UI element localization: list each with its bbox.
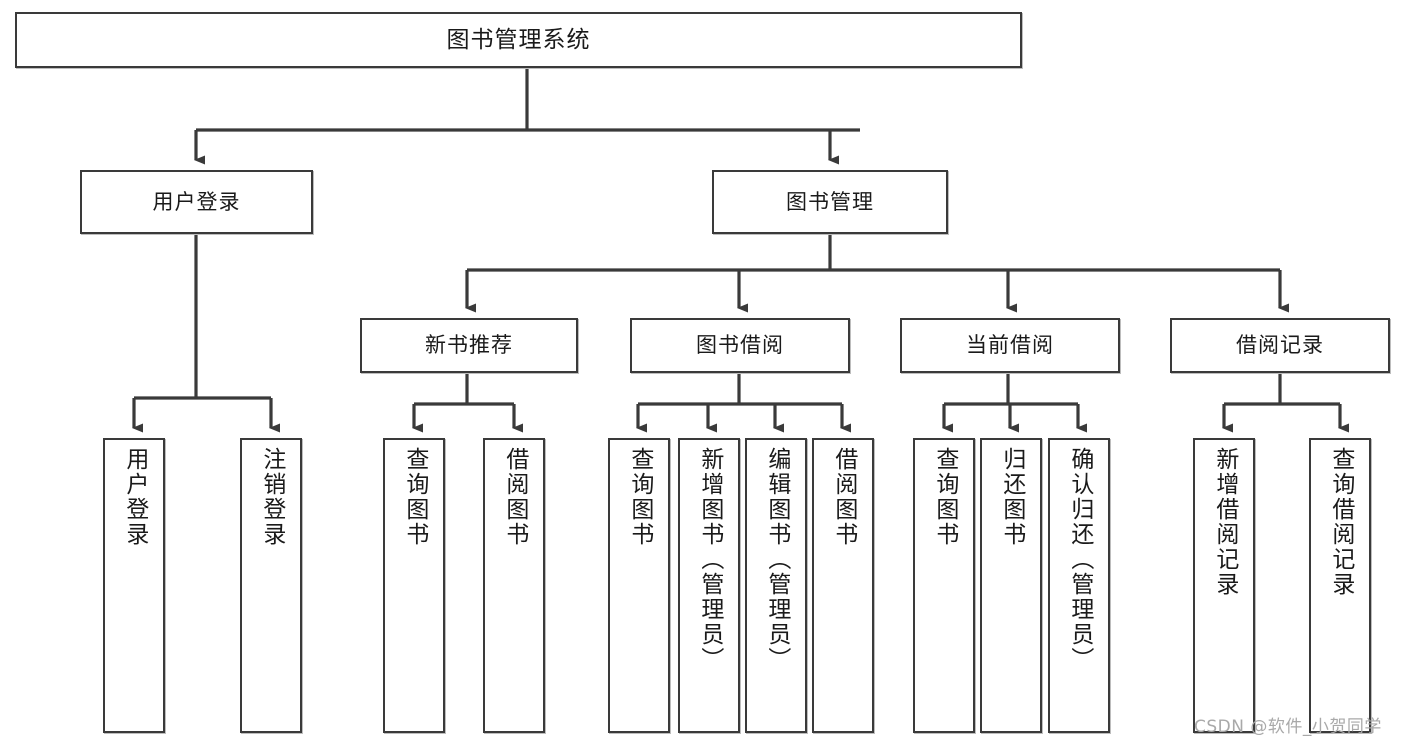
leaf-edit-book-label: 编辑图书（管理员）: [763, 447, 790, 672]
leaf-confirm-return[interactable]: 确认归还（管理员）: [1048, 438, 1110, 733]
leaf-query-book-3[interactable]: 查询图书: [913, 438, 975, 733]
leaf-user-logout-label: 注销登录: [258, 447, 285, 547]
leaf-query-book-2-label: 查询图书: [626, 447, 653, 547]
leaf-query-record-label: 查询借阅记录: [1327, 447, 1354, 597]
leaf-borrow-book-2-label: 借阅图书: [830, 447, 857, 547]
leaf-return-book[interactable]: 归还图书: [980, 438, 1042, 733]
leaf-add-record-label: 新增借阅记录: [1211, 447, 1238, 597]
leaf-return-book-label: 归还图书: [998, 447, 1025, 547]
leaf-query-book-3-label: 查询图书: [931, 447, 958, 547]
node-new-book-rec[interactable]: 新书推荐: [360, 318, 578, 373]
leaf-query-book-2[interactable]: 查询图书: [608, 438, 670, 733]
leaf-user-login-label: 用户登录: [121, 447, 148, 547]
leaf-query-book-1[interactable]: 查询图书: [383, 438, 445, 733]
leaf-add-book-label: 新增图书（管理员）: [696, 447, 723, 672]
node-book-manage-label: 图书管理: [786, 189, 874, 214]
leaf-add-record[interactable]: 新增借阅记录: [1193, 438, 1255, 733]
leaf-borrow-book-2[interactable]: 借阅图书: [812, 438, 874, 733]
node-borrow-record-label: 借阅记录: [1236, 333, 1324, 358]
leaf-confirm-return-label: 确认归还（管理员）: [1066, 447, 1093, 672]
leaf-borrow-book-1-label: 借阅图书: [501, 447, 528, 547]
node-book-manage[interactable]: 图书管理: [712, 170, 948, 234]
node-borrow-record[interactable]: 借阅记录: [1170, 318, 1390, 373]
leaf-query-book-1-label: 查询图书: [401, 447, 428, 547]
node-user-login[interactable]: 用户登录: [80, 170, 313, 234]
node-book-borrow-label: 图书借阅: [696, 333, 784, 358]
leaf-borrow-book-1[interactable]: 借阅图书: [483, 438, 545, 733]
node-root-label: 图书管理系统: [446, 26, 591, 53]
leaf-query-record[interactable]: 查询借阅记录: [1309, 438, 1371, 733]
leaf-user-logout[interactable]: 注销登录: [240, 438, 302, 733]
node-new-book-rec-label: 新书推荐: [425, 333, 513, 358]
node-root[interactable]: 图书管理系统: [15, 12, 1022, 68]
csdn-watermark: CSDN @软件_小贺同学: [1194, 717, 1382, 737]
leaf-edit-book[interactable]: 编辑图书（管理员）: [745, 438, 807, 733]
node-current-borrow[interactable]: 当前借阅: [900, 318, 1120, 373]
node-user-login-label: 用户登录: [152, 189, 241, 214]
node-book-borrow[interactable]: 图书借阅: [630, 318, 850, 373]
leaf-add-book[interactable]: 新增图书（管理员）: [678, 438, 740, 733]
leaf-user-login[interactable]: 用户登录: [103, 438, 165, 733]
node-current-borrow-label: 当前借阅: [966, 333, 1054, 358]
